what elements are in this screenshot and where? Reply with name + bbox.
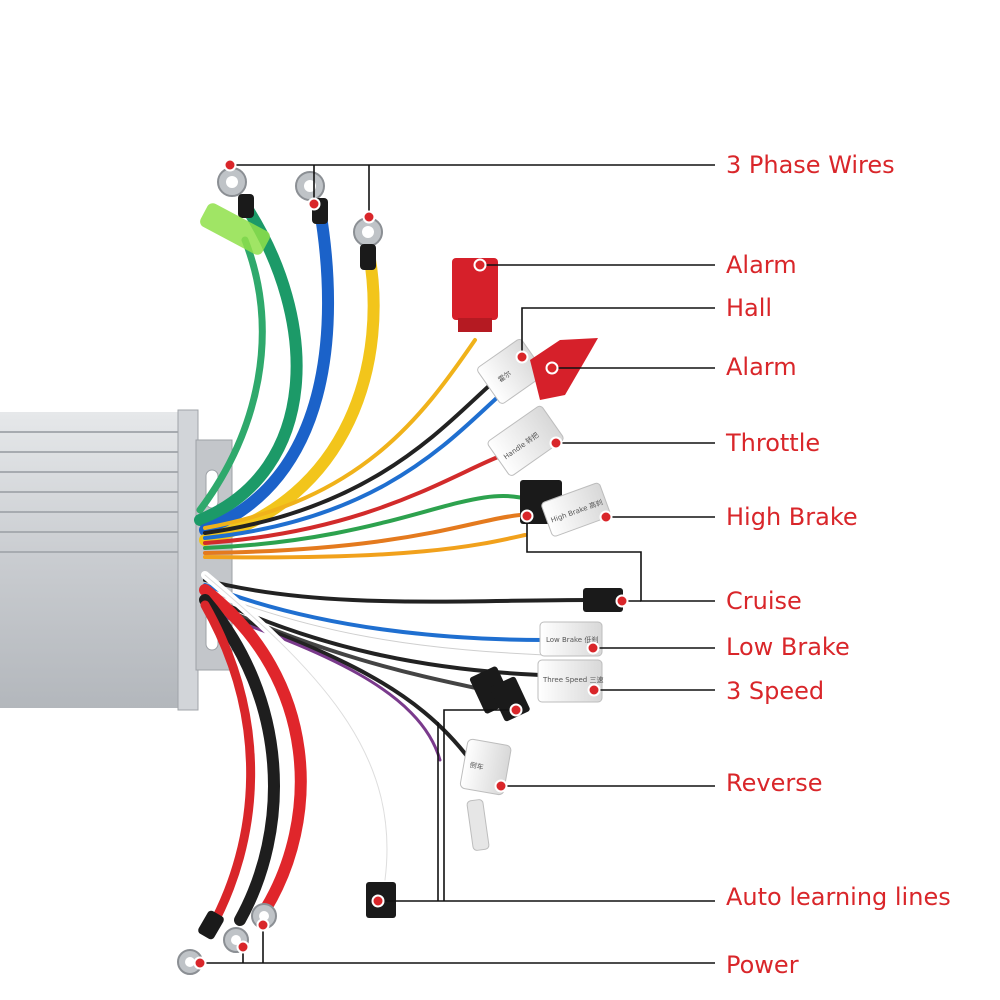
throttle-connector	[487, 405, 564, 476]
phase-wire-yellow	[199, 242, 380, 546]
label-throttle: Throttle	[726, 429, 821, 457]
label-hall: Hall	[726, 294, 773, 322]
phase-wire-blue	[199, 204, 335, 536]
wire-harness	[194, 199, 592, 935]
label-auto-learning-lines: Auto learning lines	[726, 883, 951, 911]
controller-housing	[0, 409, 233, 711]
connectors: 霍尔 Handle 转把 High Brake 高刹 Low Brake 低刹 …	[366, 258, 623, 918]
three-speed-tag: Three Speed 三速	[542, 676, 603, 684]
label-cruise: Cruise	[726, 587, 802, 615]
label-alarm-second: Alarm	[726, 353, 797, 381]
power-wire-black	[199, 594, 280, 926]
alarm-green-wire	[196, 236, 266, 514]
alarm-connector-second	[530, 338, 598, 400]
cruise-connector	[583, 588, 623, 612]
label-alarm-top: Alarm	[726, 251, 797, 279]
phase-wire-green	[194, 199, 303, 526]
label-low-brake: Low Brake	[726, 633, 850, 661]
terminal-rings	[177, 167, 383, 975]
label-high-brake: High Brake	[726, 503, 858, 531]
low-brake-tag: Low Brake 低刹	[546, 635, 598, 644]
high-brake-connector	[541, 482, 611, 537]
alarm-connector-top	[452, 258, 498, 320]
label-3-speed: 3 Speed	[726, 677, 825, 705]
leader-lines	[200, 164, 715, 964]
label-reverse: Reverse	[726, 769, 823, 797]
low-brake-connector	[539, 621, 603, 657]
label-power: Power	[726, 951, 799, 979]
reverse-tag: 倒车	[469, 760, 484, 771]
label-3-phase-wires: 3 Phase Wires	[726, 151, 895, 179]
power-wire-red	[199, 584, 307, 916]
markers	[193, 158, 629, 970]
three-speed-connector	[537, 659, 603, 703]
